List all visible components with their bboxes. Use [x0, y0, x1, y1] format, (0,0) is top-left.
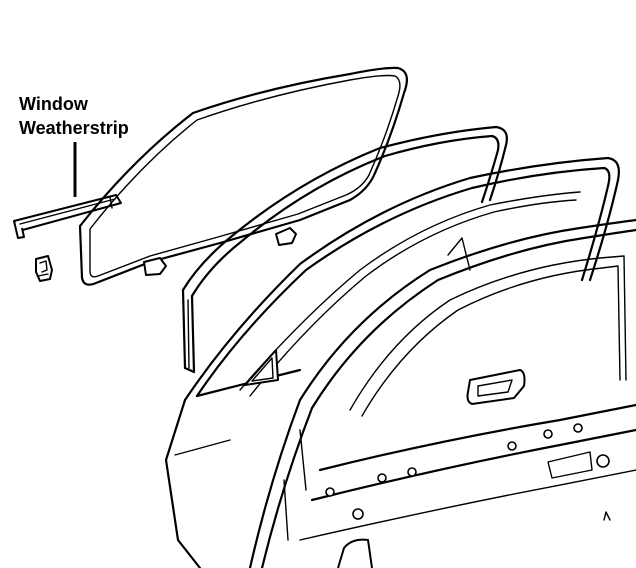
door-glass-part [78, 66, 409, 286]
window-weatherstrip-part [13, 194, 122, 239]
weatherstrip-callout-label: Window Weatherstrip [19, 92, 129, 140]
door-panel-part [164, 156, 620, 568]
callout-line-1: Window [19, 94, 88, 114]
inner-door-frame-part [248, 218, 636, 568]
glass-run-channel-part [181, 125, 508, 374]
weatherstrip-clip-part [35, 255, 53, 282]
callout-line-2: Weatherstrip [19, 118, 129, 138]
